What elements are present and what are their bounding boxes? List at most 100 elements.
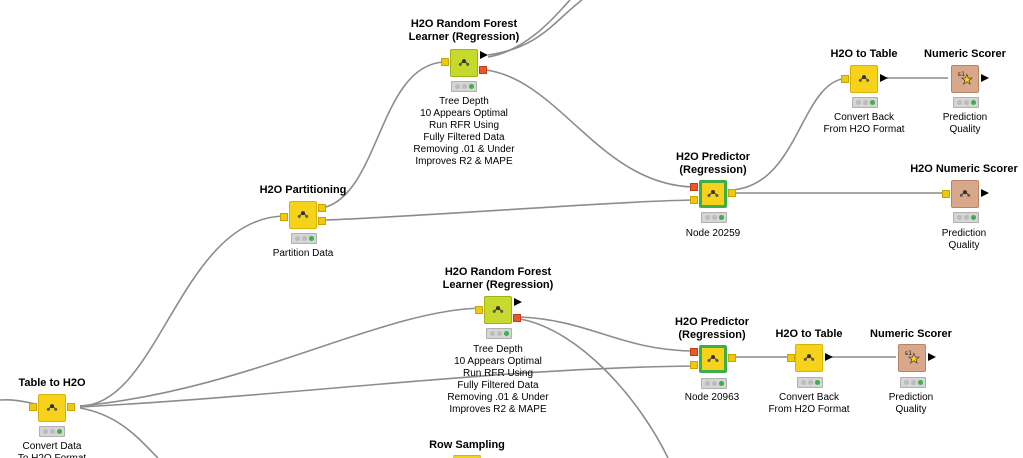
node-box[interactable] <box>850 65 878 93</box>
connection-table-to-offscreen[interactable] <box>79 407 159 458</box>
input-port[interactable] <box>475 306 483 314</box>
status-traffic-light <box>953 97 979 108</box>
status-traffic-light <box>852 97 878 108</box>
h2o-molecule-icon <box>959 190 971 197</box>
connection-rf-learner-1-offscreen-1[interactable] <box>487 0 583 56</box>
h2o-molecule-icon <box>707 190 719 197</box>
connection-rf-learner-1-offscreen-2[interactable] <box>487 0 571 58</box>
node-description[interactable]: Prediction Quality <box>942 112 988 135</box>
connection-table-to-partitioning[interactable] <box>79 215 287 407</box>
connection-table-to-rf-learner-2[interactable] <box>79 307 483 407</box>
output-port-1[interactable] <box>318 204 326 212</box>
node-title: H2O Random Forest <box>410 18 518 30</box>
node-box[interactable] <box>484 296 512 324</box>
output-port[interactable] <box>880 74 888 82</box>
node-description[interactable]: Convert Back From H2O Format <box>823 112 905 135</box>
input-port[interactable] <box>841 75 849 83</box>
h2o-molecule-icon <box>46 404 58 411</box>
h2o-molecule-icon <box>297 211 309 218</box>
node-title: Numeric Scorer <box>924 48 1006 60</box>
connection-predictor-1-to-to-table-1[interactable] <box>731 77 849 191</box>
output-port[interactable] <box>728 354 736 362</box>
input-port-data[interactable] <box>690 361 698 369</box>
h2o-molecule-icon <box>803 354 815 361</box>
input-port-model[interactable] <box>690 348 698 356</box>
status-traffic-light <box>39 426 65 437</box>
svg-text:s1: s1 <box>958 70 966 78</box>
node-title: H2O Random Forest <box>444 266 552 278</box>
status-traffic-light <box>797 377 823 388</box>
node-box[interactable] <box>38 394 66 422</box>
status-traffic-light <box>451 81 477 92</box>
h2o-molecule-icon <box>492 306 504 313</box>
node-box[interactable] <box>699 180 727 208</box>
output-port[interactable] <box>479 66 487 74</box>
connection-rf-learner-2-offscreen[interactable] <box>519 318 669 458</box>
status-traffic-light <box>486 328 512 339</box>
output-port[interactable] <box>728 189 736 197</box>
output-port-2[interactable] <box>318 217 326 225</box>
h2o-molecule-icon <box>858 75 870 82</box>
connection-partitioning-to-predictor-1[interactable] <box>325 199 695 221</box>
node-title: (Regression) <box>678 329 746 341</box>
output-port[interactable] <box>981 74 989 82</box>
connection-rf-learner-2-to-predictor-2[interactable] <box>519 316 694 352</box>
connection-partitioning-to-rf-learner-1[interactable] <box>325 61 445 208</box>
scorer-star-icon: s1 <box>905 349 920 364</box>
status-traffic-light <box>701 212 727 223</box>
h2o-molecule-icon <box>458 59 470 66</box>
node-title: Learner (Regression) <box>442 279 554 291</box>
node-box[interactable]: s1 <box>898 344 926 372</box>
input-port[interactable] <box>29 403 37 411</box>
node-box[interactable] <box>289 201 317 229</box>
scorer-star-icon: s1 <box>958 70 973 85</box>
node-title: Row Sampling <box>429 439 505 451</box>
output-port-model[interactable] <box>514 298 522 306</box>
node-title: Table to H2O <box>18 377 86 389</box>
node-description[interactable]: Tree Depth 10 Appears Optimal Run RFR Us… <box>447 344 549 415</box>
svg-text:s1: s1 <box>905 349 913 357</box>
node-title: H2O Predictor <box>676 151 750 163</box>
node-description[interactable]: Node 20259 <box>685 228 741 239</box>
node-title: Numeric Scorer <box>870 328 952 340</box>
status-traffic-light <box>291 233 317 244</box>
node-title: H2O Partitioning <box>259 184 347 196</box>
input-port[interactable] <box>280 213 288 221</box>
node-box[interactable]: s1 <box>951 65 979 93</box>
output-port[interactable] <box>67 403 75 411</box>
node-title: (Regression) <box>679 164 747 176</box>
node-title: Learner (Regression) <box>408 31 520 43</box>
input-port[interactable] <box>441 58 449 66</box>
node-box[interactable] <box>795 344 823 372</box>
input-port-model[interactable] <box>690 183 698 191</box>
node-box[interactable] <box>450 49 478 77</box>
connection-rf-learner-1-to-predictor-1[interactable] <box>485 69 695 188</box>
status-traffic-light <box>900 377 926 388</box>
node-box[interactable] <box>699 345 727 373</box>
input-port[interactable] <box>942 190 950 198</box>
status-traffic-light <box>701 378 727 389</box>
output-port[interactable] <box>513 314 521 322</box>
h2o-molecule-icon <box>707 355 719 362</box>
node-box[interactable] <box>951 180 979 208</box>
node-description[interactable]: Prediction Quality <box>941 228 987 251</box>
node-description[interactable]: Prediction Quality <box>888 392 934 415</box>
output-port-model[interactable] <box>480 51 488 59</box>
node-description[interactable]: Convert Data To H2O Format <box>18 441 86 458</box>
node-description[interactable]: Node 20963 <box>684 392 740 403</box>
node-box[interactable] <box>453 455 481 458</box>
output-port[interactable] <box>928 353 936 361</box>
input-port-data[interactable] <box>690 196 698 204</box>
status-traffic-light <box>953 212 979 223</box>
output-port[interactable] <box>825 353 833 361</box>
output-port[interactable] <box>981 189 989 197</box>
node-title: H2O to Table <box>830 48 898 60</box>
node-description[interactable]: Tree Depth 10 Appears Optimal Run RFR Us… <box>413 96 515 167</box>
input-port[interactable] <box>787 354 795 362</box>
node-description[interactable]: Partition Data <box>272 248 334 259</box>
node-description[interactable]: Convert Back From H2O Format <box>768 392 850 415</box>
connection-table-to-predictor-2[interactable] <box>79 365 694 408</box>
node-title: H2O Predictor <box>675 316 749 328</box>
